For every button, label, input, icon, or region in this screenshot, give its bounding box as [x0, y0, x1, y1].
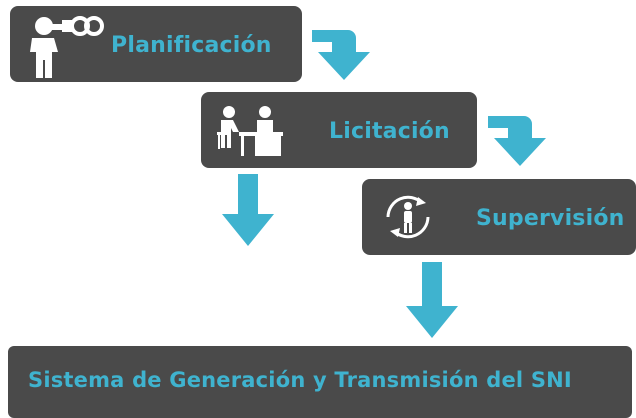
arrow-licitacion-to-supervision [488, 116, 546, 166]
step-licitacion-label: Licitación [329, 119, 450, 144]
step-planificacion-label: Planificación [111, 33, 272, 58]
step-supervision-label: Supervisión [476, 206, 625, 231]
arrow-plan-to-licitacion [312, 30, 370, 80]
step-supervision-box: Supervisión [362, 179, 636, 255]
result-label: Sistema de Generación y Transmisión del … [28, 368, 572, 392]
result-box: Sistema de Generación y Transmisión del … [8, 346, 632, 418]
meeting-desk-icon [217, 106, 283, 156]
binoculars-person-icon [30, 16, 104, 78]
step-planificacion-box: Planificación [10, 6, 302, 82]
arrow-supervision-down [406, 262, 458, 338]
step-licitacion-box: Licitación [201, 92, 477, 168]
cycle-person-icon [386, 195, 430, 239]
arrow-licitacion-down [222, 174, 274, 246]
